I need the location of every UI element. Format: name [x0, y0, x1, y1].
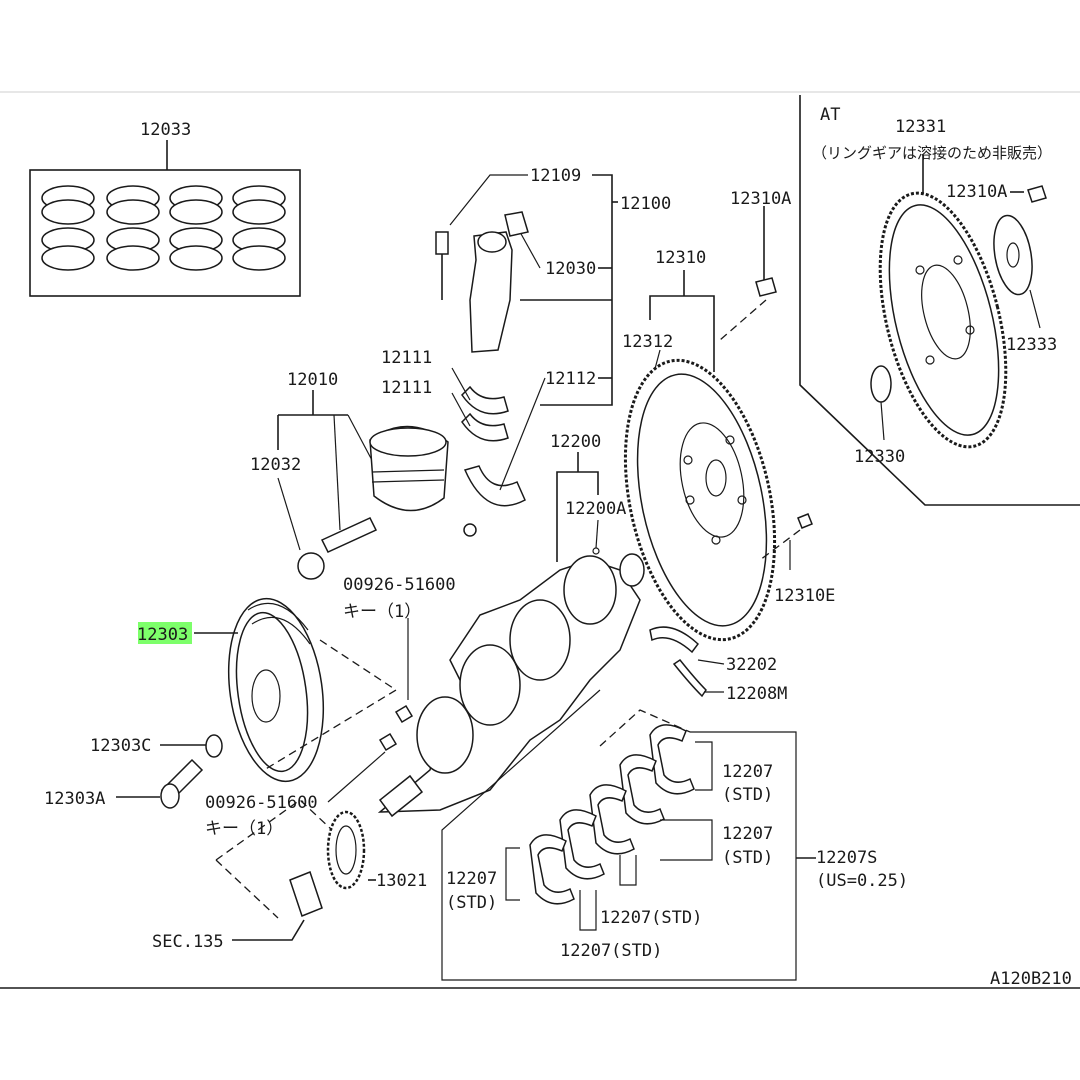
pilot-bushing-icon [870, 365, 892, 403]
piston-pin-clip-icon [297, 552, 325, 580]
label-12330[interactable]: 12330 [854, 447, 905, 467]
ring-stack-2 [106, 185, 160, 271]
label-12032[interactable]: 12032 [250, 455, 301, 475]
label-12109[interactable]: 12109 [530, 166, 581, 186]
label-12208m[interactable]: 12208M [726, 684, 787, 704]
reinforcement-plate-icon [993, 214, 1033, 296]
piston-pin-icon [320, 517, 378, 553]
ring-stack-4 [232, 185, 286, 271]
piston-group [277, 390, 449, 580]
label-12200[interactable]: 12200 [550, 432, 601, 452]
pulley-washer-icon [205, 734, 223, 758]
label-std-2: (STD) [722, 848, 773, 868]
rod-bearing-lower-icon [461, 412, 509, 442]
rod-bearing-upper-icon [461, 385, 509, 415]
piston-ring-set [29, 140, 301, 297]
crank-sprocket-group [215, 799, 376, 941]
label-12111-lower[interactable]: 12111 [381, 378, 432, 398]
flywheel-group [623, 206, 813, 642]
crank-sprocket-icon [326, 810, 366, 890]
crank-pilot-bushing-icon [619, 553, 645, 587]
label-12333[interactable]: 12333 [1006, 335, 1057, 355]
drawing-id: A120B210 [990, 969, 1072, 989]
label-12112[interactable]: 12112 [545, 369, 596, 389]
label-32202[interactable]: 32202 [726, 655, 777, 675]
label-12310a-driveplate[interactable]: 12310A [946, 182, 1007, 202]
connecting-rod-group [435, 174, 618, 537]
label-12207s[interactable]: 12207S [816, 848, 877, 868]
oil-pump-drive-icon [289, 871, 323, 917]
label-12303c[interactable]: 12303C [90, 736, 151, 756]
label-12030[interactable]: 12030 [545, 259, 596, 279]
drive-plate-bolt-icon [1027, 185, 1047, 203]
label-12310[interactable]: 12310 [655, 248, 706, 268]
label-key-upper: キー（1） [343, 602, 421, 622]
main-bearing-group [441, 626, 816, 981]
label-00926-51600-upper[interactable]: 00926-51600 [343, 575, 456, 595]
at-section-border [799, 95, 1080, 506]
label-std-3: (STD) [446, 893, 497, 913]
label-12207-std-4[interactable]: 12207(STD) [600, 908, 702, 928]
label-at-section: AT [820, 105, 840, 125]
flywheel-bolt-icon [755, 277, 777, 297]
rear-oil-seal-icon [672, 658, 707, 698]
label-12312[interactable]: 12312 [622, 332, 673, 352]
label-12207-std-1[interactable]: 12207 [722, 762, 773, 782]
crankshaft-group [377, 452, 645, 818]
crank-pulley-group [116, 597, 414, 809]
main-bearing-shells-icon [529, 724, 695, 905]
label-12207-std-3[interactable]: 12207 [446, 869, 497, 889]
ring-stack-1 [41, 185, 95, 271]
rod-bushing-icon [504, 211, 529, 237]
ring-stack-3 [169, 185, 223, 271]
label-12010[interactable]: 12010 [287, 370, 338, 390]
key-icon [394, 704, 414, 724]
label-12310e[interactable]: 12310E [774, 586, 835, 606]
highlight-marker [138, 622, 192, 644]
label-12207-std-2[interactable]: 12207 [722, 824, 773, 844]
rod-cap-icon [463, 465, 526, 507]
rod-bolt-icon [435, 231, 449, 255]
label-12207-std-5[interactable]: 12207(STD) [560, 941, 662, 961]
label-12033[interactable]: 12033 [140, 120, 191, 140]
label-sec135[interactable]: SEC.135 [152, 932, 224, 952]
label-std-1: (STD) [722, 785, 773, 805]
label-12303[interactable]: 12303 [137, 625, 188, 645]
label-us-025: (US=0.25) [816, 871, 908, 891]
connecting-rod-icon [469, 231, 513, 353]
label-at-note: （リングギアは溶接のため非販売） [812, 144, 1052, 162]
label-12200a[interactable]: 12200A [565, 499, 626, 519]
dowel-pin-icon [797, 513, 813, 529]
thrust-washer-icon [649, 626, 700, 654]
label-12303a[interactable]: 12303A [44, 789, 105, 809]
label-12310a-flywheel[interactable]: 12310A [730, 189, 791, 209]
label-00926-51600-lower[interactable]: 00926-51600 [205, 793, 318, 813]
label-key-lower: キー（1） [205, 819, 283, 839]
label-12100[interactable]: 12100 [620, 194, 671, 214]
label-12331[interactable]: 12331 [895, 117, 946, 137]
drive-plate-group [870, 155, 1047, 449]
bracket-12100 [540, 174, 613, 406]
label-13021[interactable]: 13021 [376, 871, 427, 891]
label-12111-upper[interactable]: 12111 [381, 348, 432, 368]
piston-ring-box [29, 169, 301, 297]
